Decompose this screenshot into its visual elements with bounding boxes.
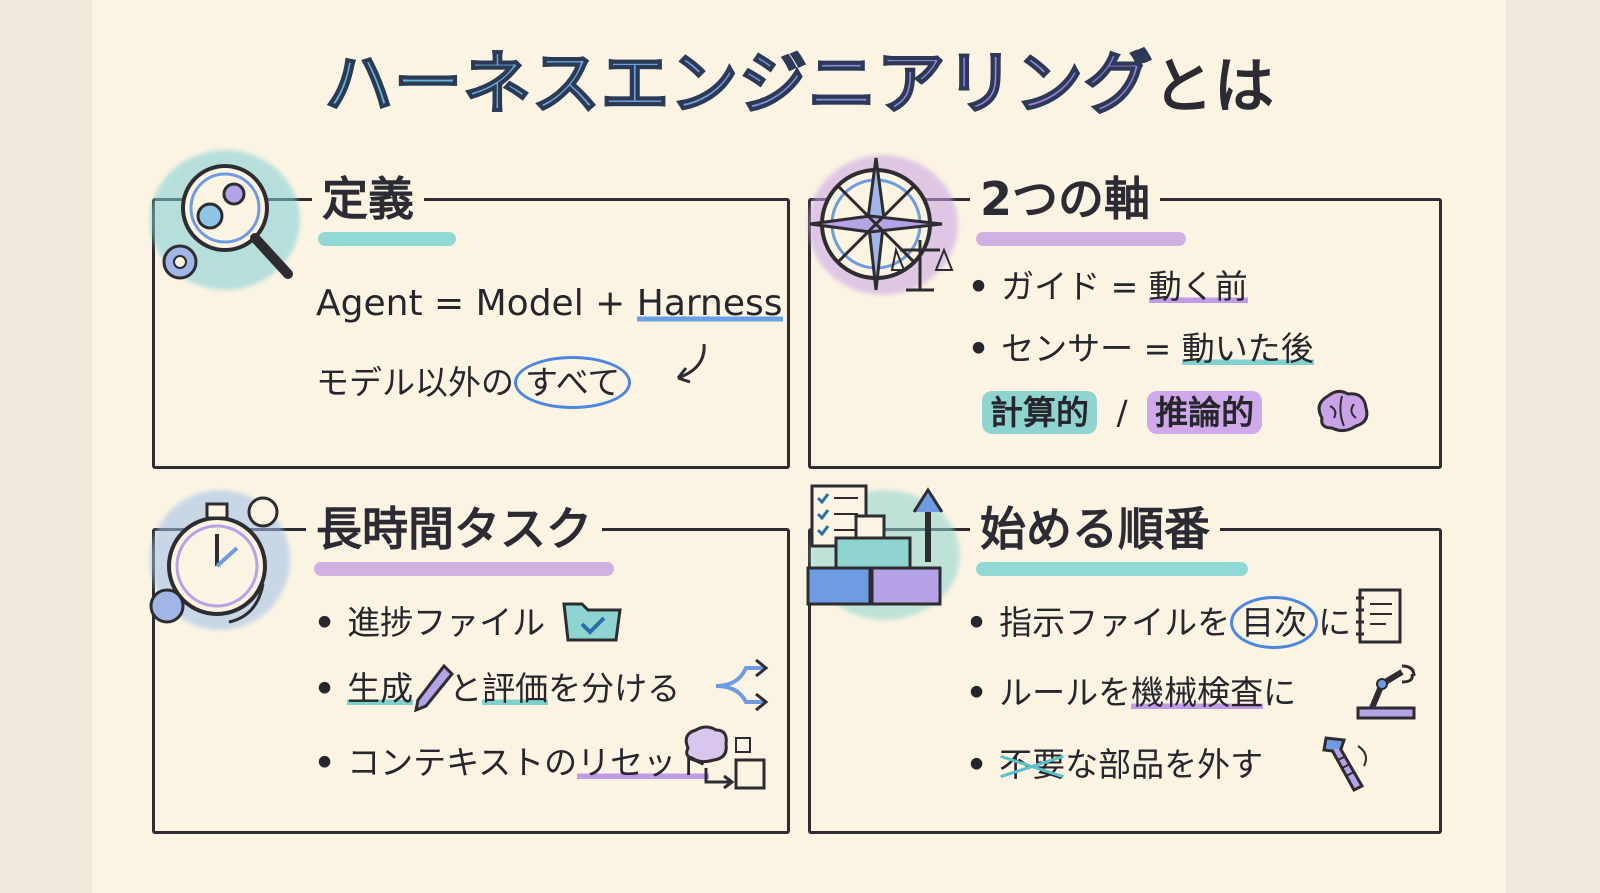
order-item-instructions: • 指示ファイルを目次に — [966, 596, 1352, 649]
definition-everything: すべて — [514, 356, 632, 409]
axes-heading: 2つの軸 — [970, 176, 1161, 222]
bullet: • — [966, 673, 988, 712]
generation-text: 生成 — [347, 669, 414, 708]
axes-heading-underline — [976, 232, 1186, 246]
definition-heading-underline — [318, 232, 456, 246]
order-item-remove: • 不要な部品を外す — [966, 748, 1263, 781]
brain-icon — [1317, 389, 1369, 433]
unneeded-text: 不要 — [999, 745, 1066, 784]
folder-check-icon — [562, 602, 622, 642]
title-main: ハーネスエンジニアリング — [324, 44, 1153, 125]
axes-item-guide: • ガイド = 動く前 — [968, 267, 1248, 306]
guide-before: 動く前 — [1148, 267, 1248, 306]
evaluation-text: 評価 — [482, 669, 549, 708]
table-of-contents-text: 目次 — [1230, 596, 1319, 649]
definition-line2-text: モデル以外の — [316, 363, 514, 402]
definition-heading: 定義 — [312, 176, 424, 222]
long-task-heading: 長時間タスク — [306, 506, 602, 552]
tag-inferential: 推論的 — [1147, 391, 1263, 434]
tag-slash: / — [1116, 393, 1128, 432]
order-heading: 始める順番 — [970, 506, 1220, 552]
poster-background — [92, 0, 1506, 893]
sensor-after: 動いた後 — [1181, 329, 1314, 368]
axes-tags: 計算的 / 推論的 — [982, 391, 1263, 434]
axes-item-sensor: • センサー = 動いた後 — [968, 329, 1314, 368]
bullet: • — [968, 329, 990, 368]
pencil-icon — [414, 663, 454, 712]
instruction-suffix: に — [1318, 603, 1352, 642]
order-heading-underline — [976, 562, 1248, 576]
definition-panel — [152, 198, 790, 469]
poster-title: ハーネスエンジニアリングとは — [0, 28, 1600, 127]
brain-reset-icon — [684, 725, 766, 790]
rules-suffix: に — [1263, 673, 1297, 712]
remove-parts-text: な部品を外す — [1065, 745, 1264, 784]
long-task-item-reset: •コンテキストのリセット — [314, 743, 710, 782]
long-task-heading-underline — [314, 562, 614, 576]
order-item-rules: • ルールを機械検査に — [966, 673, 1297, 712]
instruction-file-text: 指示ファイルを — [999, 603, 1231, 642]
long-task-item-progress: • 進捗ファイル — [314, 606, 545, 639]
checklist-blocks-icon — [806, 484, 944, 606]
bullet: • — [966, 603, 988, 642]
progress-file-text: 進捗ファイル — [347, 603, 546, 642]
guide-text: ガイド = — [1001, 267, 1149, 306]
stopwatch-gears-icon — [149, 496, 279, 624]
split-arrows-icon — [715, 658, 769, 712]
notebook-icon — [1356, 588, 1402, 644]
bullet: • — [314, 603, 336, 642]
sensor-text: センサー = — [1001, 329, 1182, 368]
formula-harness: Harness — [636, 283, 783, 324]
title-suffix: とは — [1153, 52, 1275, 122]
rules-text: ルールを — [999, 673, 1132, 712]
magnifier-gears-icon — [162, 164, 293, 280]
bullet: • — [966, 745, 988, 784]
compass-scale-icon — [809, 157, 954, 292]
context-text: コンテキストの — [347, 743, 578, 782]
and-text: と — [449, 669, 483, 708]
separate-text: を分ける — [548, 669, 681, 708]
bullet: • — [314, 669, 336, 708]
definition-line2: モデル以外のすべて — [316, 356, 632, 409]
formula-text: Agent = Model + — [316, 283, 637, 324]
long-task-item-separate: • 生成と評価を分ける — [314, 669, 681, 708]
agent-formula: Agent = Model + Harness — [316, 283, 783, 324]
tag-computational: 計算的 — [982, 391, 1097, 434]
arrow-icon — [676, 343, 706, 384]
screw-icon — [1322, 736, 1367, 792]
machine-check-text: 機械検査 — [1131, 673, 1264, 712]
robot-arm-icon — [1356, 664, 1416, 720]
bullet: • — [314, 743, 336, 782]
bullet: • — [968, 267, 990, 306]
